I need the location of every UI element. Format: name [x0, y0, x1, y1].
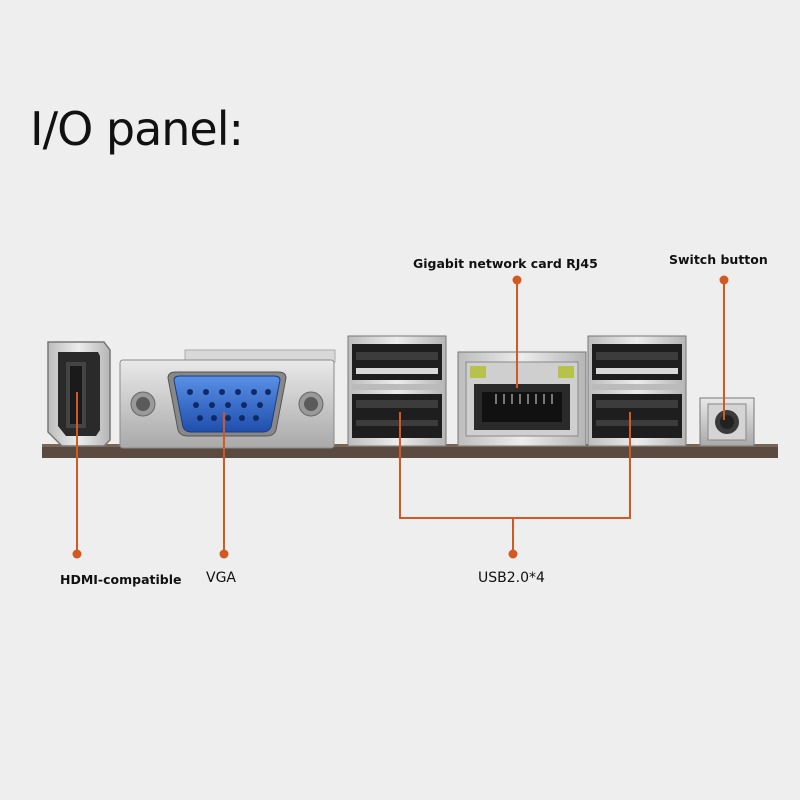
rj45-label: Gigabit network card RJ45	[413, 256, 598, 271]
callout-lines	[76, 280, 725, 554]
vga-label: VGA	[206, 570, 237, 586]
usb-port-stack-right	[587, 335, 687, 447]
switch-button-label: Switch button	[669, 252, 768, 267]
hdmi-label: HDMI-compatible	[60, 572, 182, 587]
rj45-port	[457, 351, 587, 447]
hdmi-port	[47, 341, 111, 447]
usb-port-stack-left	[347, 335, 447, 447]
vga-port	[119, 349, 336, 449]
switch-button	[699, 397, 755, 447]
usb-label: USB2.0*4	[478, 570, 545, 586]
callout-dots	[72, 275, 729, 559]
pcb-board	[42, 446, 778, 458]
page-title: I/O panel:	[30, 102, 244, 156]
